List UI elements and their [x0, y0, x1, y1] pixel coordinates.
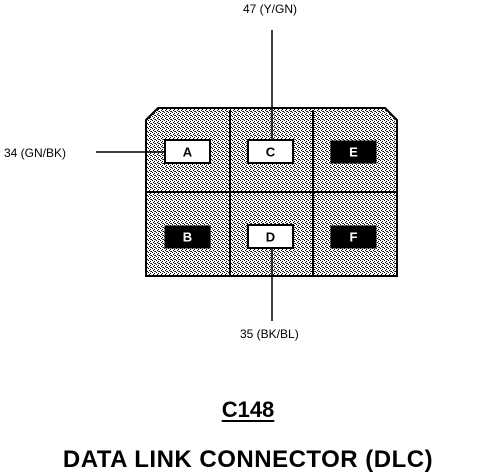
pin-b-label: B	[183, 230, 192, 245]
pin-a-label: A	[183, 145, 193, 160]
pin-d: D	[247, 224, 294, 249]
pin-e-label: E	[349, 145, 358, 160]
pin-d-label: D	[266, 230, 275, 245]
pin-e: E	[330, 140, 377, 164]
wire-label-top: 47 (Y/GN)	[243, 2, 297, 16]
pin-b: B	[164, 225, 211, 249]
wire-label-left: 34 (GN/BK)	[4, 146, 66, 160]
connector-title: DATA LINK CONNECTOR (DLC)	[62, 446, 434, 473]
pin-f-label: F	[350, 230, 358, 245]
wire-label-bottom: 35 (BK/BL)	[240, 327, 299, 341]
pin-f: F	[330, 225, 377, 249]
connector-id-text: C148	[221, 397, 275, 422]
pin-a: A	[164, 139, 211, 164]
pin-c-label: C	[266, 145, 276, 160]
connector-id: C148	[0, 397, 496, 423]
pin-c: C	[247, 139, 294, 164]
